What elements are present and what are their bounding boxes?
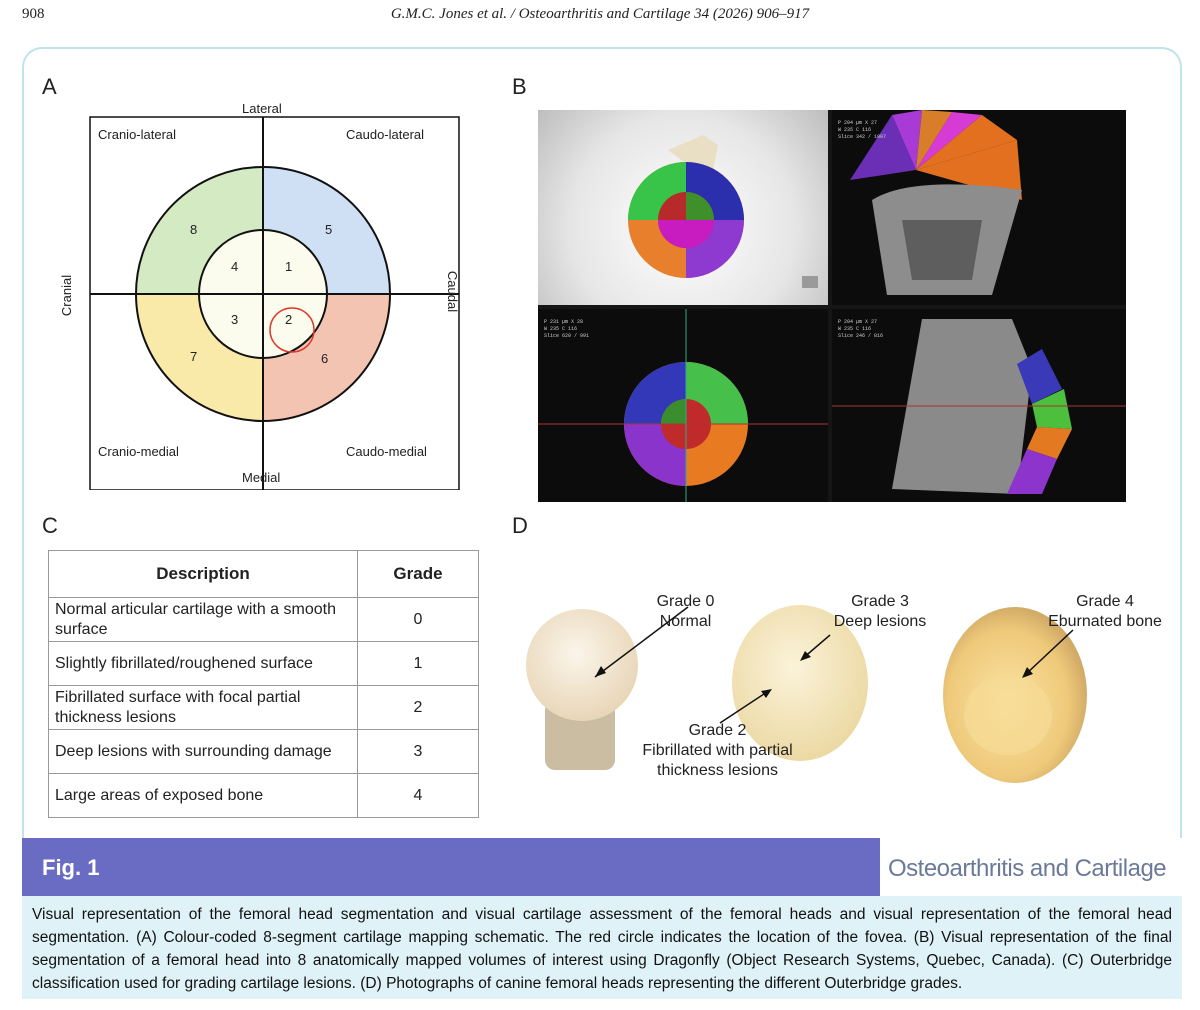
row-grade: 4	[357, 773, 479, 818]
segment-6: 6	[321, 351, 329, 366]
figure-caption: Visual representation of the femoral hea…	[32, 906, 1172, 992]
row-description: Normal articular cartilage with a smooth…	[48, 597, 358, 642]
segment-8: 8	[190, 222, 198, 237]
panel-letter-b: B	[512, 74, 527, 99]
grade2-label: Grade 2 Fibrillated with partial thickne…	[630, 721, 805, 781]
panel-letter-a: A	[42, 74, 57, 99]
grade0-label: Grade 0 Normal	[628, 592, 743, 632]
caption-box	[22, 896, 1182, 999]
grade0-desc: Normal	[659, 613, 712, 630]
table-row: Fibrillated surface with focal partial t…	[48, 685, 479, 730]
grade4-label: Grade 4 Eburnated bone	[1035, 592, 1175, 632]
label-caudo-medial: Caudo-medial	[346, 444, 427, 459]
page-number: 908	[22, 6, 45, 22]
running-head: G.M.C. Jones et al. / Osteoarthritis and…	[390, 6, 810, 22]
table-row: Deep lesions with surrounding damage 3	[48, 729, 479, 774]
femoral-head-photos	[526, 605, 1087, 783]
grade3-title: Grade 3	[851, 593, 909, 610]
journal-name: Osteoarthritis and Cartilage	[888, 855, 1167, 882]
segment-1: 1	[285, 259, 293, 274]
grade0-title: Grade 0	[656, 593, 715, 610]
segmentation-schematic	[89, 116, 460, 490]
segment-2: 2	[285, 312, 293, 327]
figure-frame	[22, 47, 1182, 947]
grade3-label: Grade 3 Deep lesions	[815, 592, 945, 632]
segment-5: 5	[325, 222, 333, 237]
3d-view	[538, 110, 828, 305]
label-medial: Medial	[242, 470, 281, 485]
header-description: Description	[48, 550, 358, 598]
table-row: Normal articular cartilage with a smooth…	[48, 597, 479, 642]
grade4-title: Grade 4	[1076, 593, 1134, 610]
outerbridge-table: Description Grade Normal articular carti…	[48, 550, 479, 818]
page-header: 908 G.M.C. Jones et al. / Osteoarthritis…	[0, 0, 1200, 30]
row-grade: 1	[357, 641, 479, 686]
row-grade: 3	[357, 729, 479, 774]
segment-3: 3	[231, 312, 239, 327]
panel-letter-d: D	[512, 513, 528, 538]
label-lateral: Lateral	[242, 101, 282, 116]
label-caudo-lateral: Caudo-lateral	[346, 127, 425, 142]
row-description: Deep lesions with surrounding damage	[48, 729, 358, 774]
header-grade: Grade	[357, 550, 479, 598]
grade3-head	[732, 605, 868, 761]
grade3-desc: Deep lesions	[833, 613, 927, 630]
segment-4: 4	[231, 259, 239, 274]
row-description: Slightly fibrillated/roughened surface	[48, 641, 358, 686]
schematic-labels: Lateral Medial Cranial Caudal Cranio-lat…	[59, 98, 467, 490]
fovea-marker	[269, 307, 315, 353]
row-description: Large areas of exposed bone	[48, 773, 358, 818]
grade2-desc-line2: thickness lesions	[657, 762, 778, 779]
table-row: Large areas of exposed bone 4	[48, 773, 479, 818]
row-description: Fibrillated surface with focal partial t…	[48, 685, 358, 730]
label-cranio-lateral: Cranio-lateral	[98, 127, 177, 142]
table-header-row: Description Grade	[48, 550, 479, 598]
segment-7: 7	[190, 349, 198, 364]
figure-label: Fig. 1	[42, 855, 100, 880]
grade2-title: Grade 2	[688, 722, 747, 739]
row-grade: 0	[357, 597, 479, 642]
label-caudal: Caudal	[445, 270, 461, 313]
label-cranial: Cranial	[59, 274, 75, 317]
table-row: Slightly fibrillated/roughened surface 1	[48, 641, 479, 686]
grade0-head	[526, 609, 638, 721]
grade2-desc-line1: Fibrillated with partial	[642, 742, 793, 759]
label-cranio-medial: Cranio-medial	[98, 444, 179, 459]
panel-letter-c: C	[42, 513, 58, 538]
grade4-desc: Eburnated bone	[1048, 613, 1162, 630]
journal-logo-box	[880, 838, 1182, 896]
row-grade: 2	[357, 685, 479, 730]
